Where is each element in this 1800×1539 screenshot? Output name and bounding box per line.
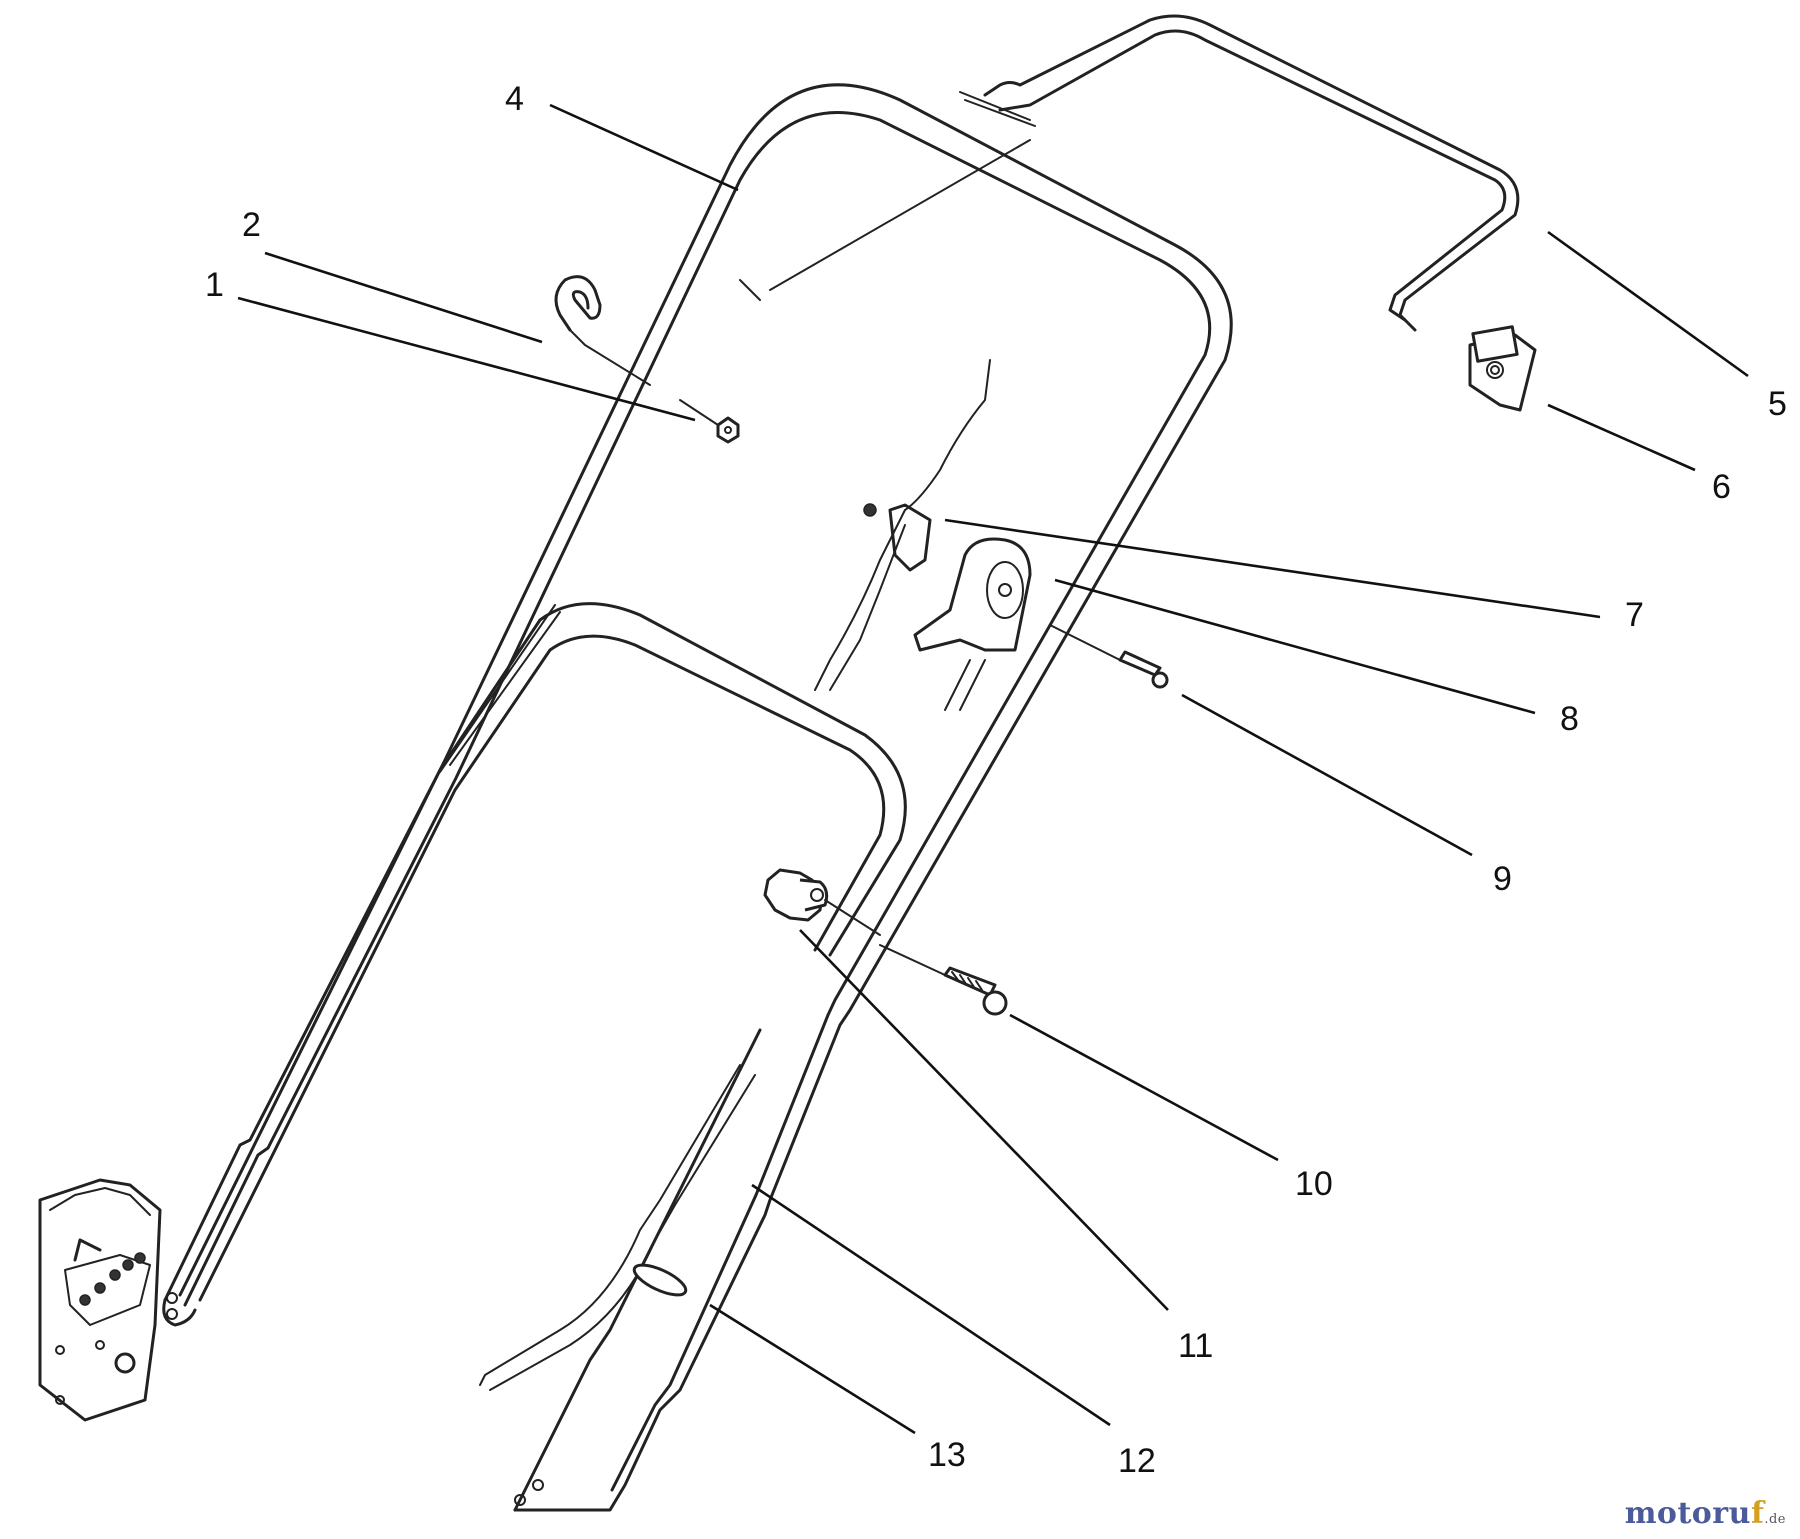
lower-handle-end — [513, 1028, 762, 1512]
throttle-cable — [814, 359, 991, 691]
leader-8 — [1054, 578, 1536, 715]
watermark-logo: motoruf.de — [1625, 1496, 1786, 1531]
watermark-accent: f — [1750, 1496, 1765, 1531]
callout-6: 6 — [1712, 468, 1731, 506]
hairpin-clip — [554, 275, 602, 332]
control-cable — [479, 1064, 741, 1386]
leader-5 — [1547, 230, 1749, 378]
callout-labels: 1 2 4 5 6 7 8 9 10 11 12 13 — [205, 80, 1787, 1480]
callout-8: 8 — [1560, 700, 1579, 738]
callout-10: 10 — [1295, 1165, 1333, 1203]
handle-knob — [763, 868, 829, 922]
leader-12 — [751, 1183, 1111, 1427]
carriage-bolt — [943, 966, 1008, 1016]
cable-clip — [632, 1263, 688, 1297]
engine-control-block — [1468, 325, 1537, 412]
throttle-cable-b — [829, 524, 906, 691]
callout-7: 7 — [1625, 596, 1644, 634]
watermark-tld: .de — [1764, 1512, 1786, 1527]
leader-10 — [1009, 1013, 1279, 1162]
throttle-lever-rod — [944, 659, 986, 711]
nut — [716, 416, 740, 444]
bolt-hole — [166, 1308, 178, 1320]
callout-4: 4 — [505, 80, 524, 118]
bail-bar — [983, 14, 1520, 332]
leader-2 — [264, 251, 543, 344]
callout-2: 2 — [242, 206, 261, 244]
lower-handle-inner — [198, 634, 886, 1302]
cable-bracket — [863, 503, 932, 572]
handle-bracket — [439, 604, 561, 773]
upper-handle-left-end — [162, 1298, 197, 1327]
callout-5: 5 — [1768, 385, 1787, 423]
leader-6 — [1547, 403, 1696, 472]
leader-11 — [799, 929, 1169, 1311]
upper-handle — [163, 83, 1233, 1512]
lower-handle — [178, 602, 907, 1297]
callout-9: 9 — [1493, 860, 1512, 898]
leader-lines — [237, 103, 1749, 1435]
nut-axis — [679, 399, 719, 426]
bolt-hole — [166, 1292, 178, 1304]
bolt-small-axis — [1049, 624, 1121, 661]
bail-bar-inner — [998, 29, 1507, 322]
watermark-main: motoru — [1624, 1496, 1751, 1531]
bolt-hole — [532, 1479, 544, 1491]
leader-9 — [1181, 693, 1473, 857]
callout-12: 12 — [1118, 1442, 1156, 1480]
bail-tab — [959, 91, 1036, 127]
bolt-small — [1118, 650, 1169, 689]
callout-13: 13 — [928, 1436, 966, 1474]
leader-13 — [709, 1303, 916, 1435]
bolt-hole — [514, 1494, 526, 1506]
upper-handle-inner — [183, 111, 1212, 1492]
callout-11: 11 — [1178, 1327, 1213, 1365]
leader-4 — [549, 103, 739, 192]
bail-leg — [739, 139, 1031, 301]
callout-1: 1 — [205, 266, 224, 304]
height-adjust-bracket — [38, 1178, 162, 1422]
leader-1 — [237, 296, 696, 422]
control-cable-outer — [489, 1074, 756, 1391]
bolt-axis — [879, 944, 946, 976]
leader-7 — [944, 518, 1601, 619]
knob-axis — [824, 899, 881, 936]
hairpin-clip-leg — [569, 329, 651, 386]
throttle-lever — [913, 537, 1032, 652]
